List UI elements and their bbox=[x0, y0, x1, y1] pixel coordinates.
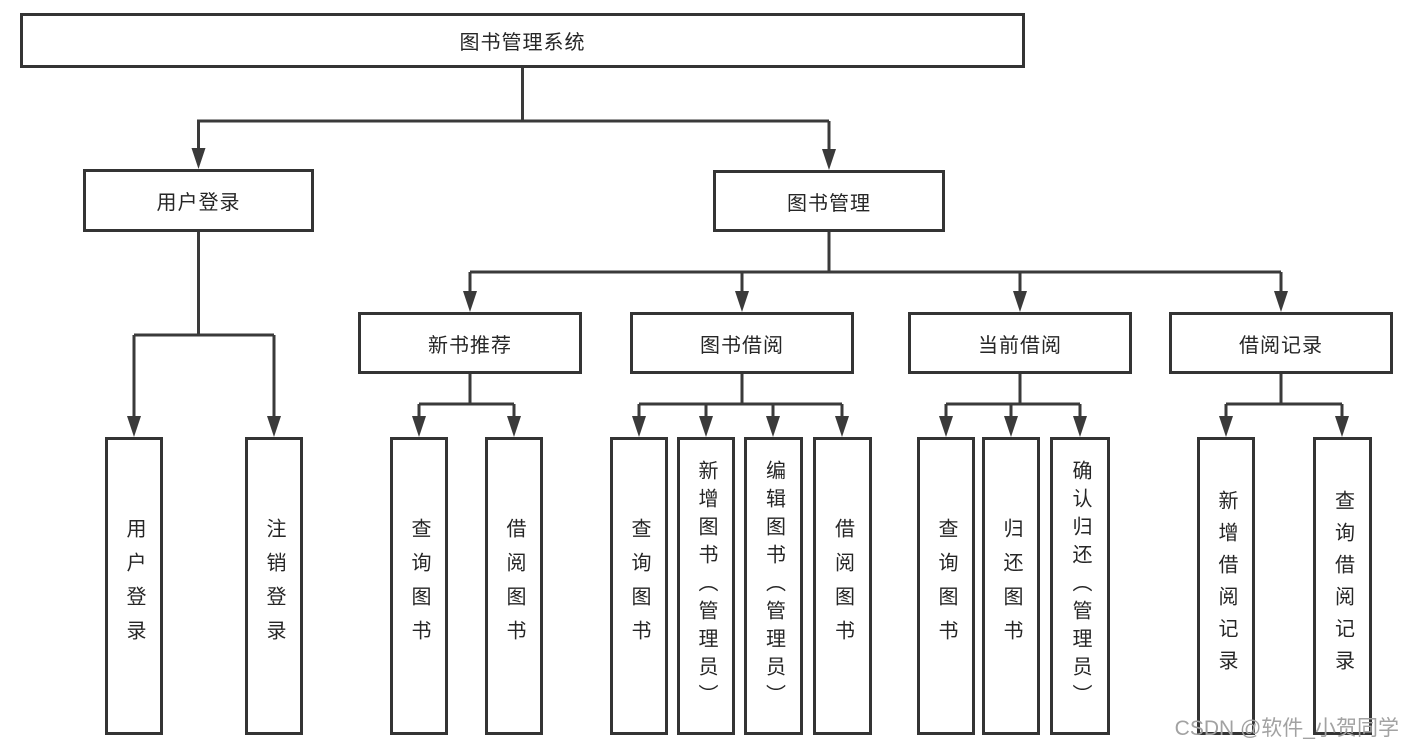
leaf-label: 借阅图书 bbox=[503, 518, 525, 654]
leaf-label: 注销登录 bbox=[263, 518, 285, 654]
leaf-label: 确认归还（管理员） bbox=[1069, 460, 1091, 712]
node-label: 当前借阅 bbox=[978, 334, 1062, 357]
leaf-label: 查询图书 bbox=[408, 518, 430, 654]
leaf-return-book: 归还图书 bbox=[982, 437, 1040, 735]
leaf-query-books-recommend: 查询图书 bbox=[390, 437, 448, 735]
leaf-label: 新增图书（管理员） bbox=[695, 460, 717, 712]
leaf-label: 用户登录 bbox=[123, 518, 145, 654]
csdn-watermark: CSDN @软件_小贺同学 bbox=[1174, 717, 1399, 740]
node-label: 图书借阅 bbox=[700, 334, 784, 357]
leaf-label: 借阅图书 bbox=[831, 518, 854, 654]
leaf-label: 查询图书 bbox=[628, 518, 650, 654]
leaf-borrow-books-recommend: 借阅图书 bbox=[485, 437, 543, 735]
node-book-management: 图书管理 bbox=[713, 170, 945, 232]
node-new-book-recommend: 新书推荐 bbox=[358, 312, 582, 374]
leaf-add-borrow-record: 新增借阅记录 bbox=[1197, 437, 1255, 735]
node-book-borrow: 图书借阅 bbox=[630, 312, 854, 374]
node-user-login: 用户登录 bbox=[83, 169, 314, 232]
node-label: 用户登录 bbox=[156, 192, 241, 214]
leaf-edit-book-admin: 编辑图书（管理员） bbox=[744, 437, 803, 735]
node-label: 新书推荐 bbox=[428, 334, 512, 357]
leaf-label: 编辑图书（管理员） bbox=[762, 460, 785, 712]
node-label: 图书管理系统 bbox=[459, 32, 586, 54]
leaf-user-login: 用户登录 bbox=[105, 437, 163, 735]
node-current-borrow: 当前借阅 bbox=[908, 312, 1132, 374]
leaf-query-books-borrow: 查询图书 bbox=[610, 437, 668, 735]
leaf-label: 查询图书 bbox=[935, 518, 957, 654]
node-label: 图书管理 bbox=[787, 192, 871, 215]
leaf-logout: 注销登录 bbox=[245, 437, 303, 735]
node-label: 借阅记录 bbox=[1239, 334, 1323, 357]
node-borrow-records: 借阅记录 bbox=[1169, 312, 1393, 374]
leaf-confirm-return-admin: 确认归还（管理员） bbox=[1050, 437, 1110, 735]
leaf-query-borrow-record: 查询借阅记录 bbox=[1313, 437, 1372, 735]
leaf-borrow-books: 借阅图书 bbox=[813, 437, 872, 735]
leaf-label: 新增借阅记录 bbox=[1215, 490, 1237, 682]
leaf-label: 查询借阅记录 bbox=[1331, 490, 1354, 682]
node-library-management-system: 图书管理系统 bbox=[20, 13, 1025, 68]
leaf-query-books-current: 查询图书 bbox=[917, 437, 975, 735]
leaf-add-book-admin: 新增图书（管理员） bbox=[677, 437, 735, 735]
leaf-label: 归还图书 bbox=[1000, 518, 1022, 654]
